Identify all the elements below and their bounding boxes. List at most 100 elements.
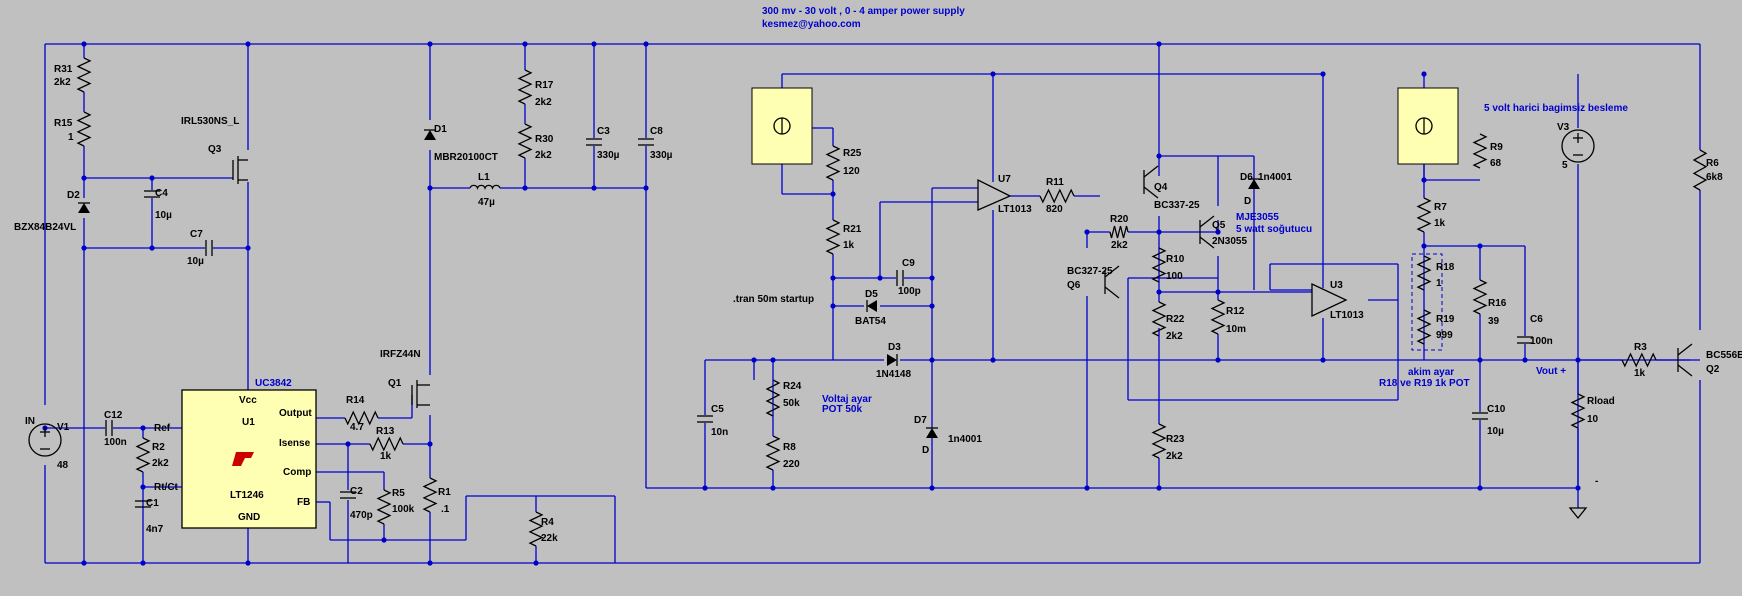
label-c2: C2 [350, 486, 363, 497]
resistor-r14[interactable] [344, 410, 379, 426]
resistor-r18[interactable] [1416, 255, 1432, 291]
junction-dot [245, 245, 251, 251]
label-r16v: 39 [1488, 316, 1500, 327]
transistor-q4[interactable] [1143, 165, 1159, 199]
resistor-r6[interactable] [1692, 149, 1708, 191]
ic-u1[interactable]: Vcc U1 Ref Rt/Ct Output Isense Comp FB L… [154, 389, 317, 529]
current-source-right[interactable] [1397, 87, 1459, 165]
resistor-r22[interactable] [1151, 301, 1167, 337]
opamp-u3[interactable] [1311, 282, 1348, 318]
resistor-r12[interactable] [1210, 299, 1226, 335]
resistor-r31[interactable] [76, 57, 92, 93]
label-d7: D7 [914, 415, 927, 426]
label-r17v: 2k2 [535, 97, 552, 108]
resistor-r15[interactable] [76, 111, 92, 147]
pin-fb: FB [297, 497, 310, 508]
junction-dot [522, 185, 528, 191]
mosfet-q1[interactable] [411, 380, 430, 408]
label-c7: C7 [190, 229, 203, 240]
label-d3: D3 [888, 342, 901, 353]
label-q6: Q6 [1067, 280, 1081, 291]
vout-label: Vout + [1536, 366, 1566, 377]
label-rload: Rload [1587, 396, 1615, 407]
pin-comp: Comp [283, 467, 311, 478]
label-r1: R1 [438, 487, 451, 498]
junction-dot [533, 560, 539, 566]
junction-dot [522, 41, 528, 47]
resistor-r24[interactable] [765, 379, 781, 417]
resistor-r4[interactable] [528, 511, 544, 547]
junction-dot [770, 357, 776, 363]
resistor-r9[interactable] [1472, 133, 1488, 169]
label-r7v: 1k [1434, 218, 1446, 229]
junction-dot [245, 560, 251, 566]
voltage-source-v1[interactable] [28, 423, 62, 457]
diode-d1[interactable] [424, 129, 436, 140]
resistor-r17[interactable] [517, 69, 533, 105]
capacitor-c6[interactable] [1517, 336, 1533, 344]
diode-d6[interactable] [1248, 178, 1260, 189]
transistor-q5[interactable] [1199, 215, 1215, 249]
voltage-source-v3[interactable] [1561, 129, 1595, 163]
junction-dot [427, 41, 433, 47]
label-r19: R19 [1436, 314, 1455, 325]
label-rloadv: 10 [1587, 414, 1599, 425]
transistor-q6[interactable] [1104, 265, 1120, 299]
diode-d2[interactable] [78, 202, 90, 213]
label-r10v: 100 [1166, 271, 1183, 282]
junction-dot [643, 41, 649, 47]
junction-dot [140, 484, 146, 490]
inductor-l1[interactable] [469, 184, 501, 190]
label-q1v: IRFZ44N [380, 349, 421, 360]
resistor-rload[interactable] [1570, 393, 1586, 429]
diode-d7[interactable] [926, 427, 938, 438]
junction-dot [990, 357, 996, 363]
resistor-r8[interactable] [765, 435, 781, 471]
resistor-r21[interactable] [825, 219, 841, 255]
capacitor-c7[interactable] [205, 240, 213, 256]
resistor-r2[interactable] [135, 437, 151, 473]
resistor-r20[interactable] [1109, 225, 1129, 239]
label-v3: V3 [1557, 122, 1570, 133]
junction-dot [1421, 177, 1427, 183]
label-c8: C8 [650, 126, 663, 137]
lt-logo-icon [232, 452, 254, 466]
junction-dot [702, 485, 708, 491]
capacitor-c5[interactable] [697, 415, 713, 423]
capacitor-c1[interactable] [135, 500, 151, 508]
resistor-r11[interactable] [1039, 188, 1075, 204]
capacitor-c12[interactable] [105, 420, 113, 436]
label-r12: R12 [1226, 306, 1245, 317]
resistor-r10[interactable] [1151, 247, 1167, 283]
capacitor-c8[interactable] [638, 138, 654, 146]
junction-dot [929, 485, 935, 491]
resistor-r7[interactable] [1416, 197, 1432, 233]
resistor-r23[interactable] [1151, 423, 1167, 459]
resistor-r1[interactable] [422, 477, 438, 513]
resistor-r19[interactable] [1416, 309, 1432, 345]
resistor-r16[interactable] [1472, 279, 1488, 315]
tran-directive: .tran 50m startup [733, 294, 814, 305]
label-d7v: 1n4001 [948, 434, 982, 445]
junction-dot [427, 560, 433, 566]
capacitor-c9[interactable] [896, 270, 904, 286]
transistor-q2[interactable] [1677, 343, 1693, 377]
resistor-r13[interactable] [369, 436, 404, 452]
resistor-r5[interactable] [376, 489, 392, 525]
mosfet-q3[interactable] [232, 156, 248, 184]
label-r11: R11 [1046, 177, 1064, 188]
capacitor-c2[interactable] [340, 491, 356, 499]
resistor-r25[interactable] [825, 145, 841, 181]
current-source-left[interactable] [751, 87, 813, 165]
diode-d5[interactable] [866, 300, 877, 312]
diode-d3[interactable] [887, 354, 898, 366]
resistor-r30[interactable] [517, 123, 533, 159]
opamp-u7[interactable] [977, 178, 1012, 211]
resistor-r3[interactable] [1621, 352, 1657, 368]
junction-dot [990, 71, 996, 77]
label-r11v: 820 [1046, 204, 1063, 215]
capacitor-c10[interactable] [1472, 412, 1488, 420]
capacitor-c4[interactable] [144, 190, 160, 198]
capacitor-c3[interactable] [586, 138, 602, 146]
